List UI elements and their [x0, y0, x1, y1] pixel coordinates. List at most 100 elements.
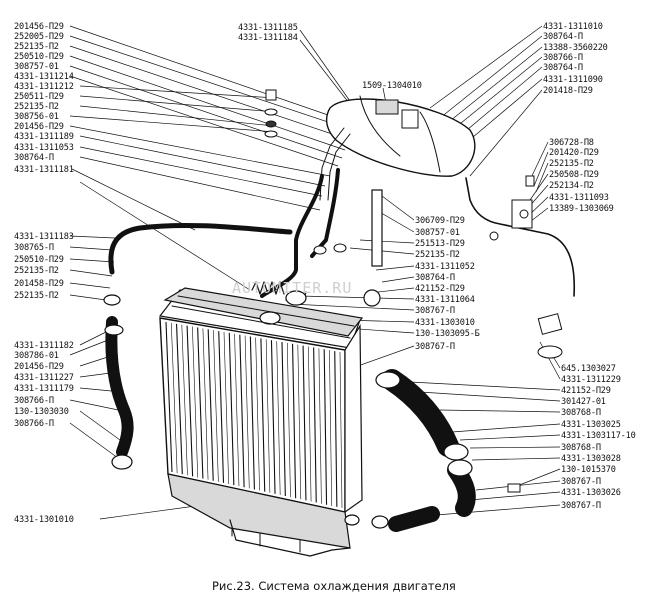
- radiator-fin-line: [175, 323, 183, 475]
- radiator-fin-line: [318, 348, 322, 504]
- part-label: 4331-1311183: [14, 232, 74, 242]
- part-label: 4331-1311179: [14, 384, 74, 394]
- part-label: 250508-П29: [549, 170, 599, 180]
- part-label: 4331-1301010: [14, 515, 74, 525]
- part-label: 252005-П29: [14, 32, 64, 42]
- part-label: 252135-П2: [14, 42, 59, 52]
- part-label: 250511-П29: [14, 92, 64, 102]
- part-label: 252135-П2: [415, 250, 460, 260]
- radiator-fin-line: [244, 335, 250, 489]
- part-label: 4331-1311214: [14, 72, 74, 82]
- part-label: 4331-1311064: [415, 295, 475, 305]
- part-label: 201420-П29: [549, 148, 599, 158]
- radiator-fin-line: [313, 347, 317, 503]
- part-label: 308767-П: [415, 342, 455, 352]
- part-label: 4331-1311229: [561, 375, 621, 385]
- radiator-fin-line: [302, 345, 307, 501]
- part-label: 252135-П2: [14, 291, 59, 301]
- part-label: 13389-1303069: [549, 204, 614, 214]
- part-number-labels: 201456-П29252005-П29252135-П2250510-П293…: [14, 22, 636, 525]
- part-label: 4331-1311182: [14, 341, 74, 351]
- radiator-fin-line: [249, 336, 255, 490]
- part-label: 252134-П2: [549, 181, 594, 191]
- radiator-fin-line: [239, 334, 245, 488]
- part-label: 301427-01: [561, 397, 606, 407]
- radiator-fin-line: [260, 338, 266, 492]
- radiator-fin-line: [218, 331, 225, 483]
- part-label: 4331-1311010: [543, 22, 603, 32]
- radiator-fin-line: [323, 349, 328, 505]
- part-label: 130-1303030: [14, 407, 69, 417]
- part-label: 13388-3560220: [543, 43, 608, 53]
- part-label: 252135-П2: [549, 159, 594, 169]
- radiator-fin-line: [286, 342, 291, 498]
- radiator-fin-line: [165, 321, 173, 473]
- part-label: 4331-1311052: [415, 262, 475, 272]
- part-label: 250510-П29: [14, 52, 64, 62]
- part-label: 4331-1303028: [561, 454, 621, 464]
- figure-caption: Рис.23. Система охлаждения двигателя: [212, 579, 456, 593]
- radiator-fin-line: [234, 333, 240, 487]
- part-label: 421152-П29: [415, 284, 465, 294]
- radiator-fin-line: [181, 324, 188, 476]
- radiator: [158, 287, 364, 557]
- radiator-fin-line: [186, 325, 194, 477]
- part-label: 308764-П: [415, 273, 455, 283]
- part-label: 4331-1311189: [14, 132, 74, 142]
- part-label: 308756-01: [14, 112, 59, 122]
- part-label: 4331-1311181: [14, 165, 74, 175]
- part-label: 250510-П29: [14, 255, 64, 265]
- radiator-fin-line: [223, 331, 229, 485]
- expansion-tank: [319, 95, 476, 201]
- part-label: 201456-П29: [14, 22, 64, 32]
- part-label: 308757-01: [415, 228, 460, 238]
- part-label: 4331-1311185: [238, 23, 298, 33]
- radiator-fin-line: [228, 332, 235, 486]
- part-label: 251513-П29: [415, 239, 465, 249]
- part-label: 4331-1311212: [14, 82, 74, 92]
- radiator-fin-line: [329, 350, 332, 506]
- part-label: 4331-1311227: [14, 373, 74, 383]
- radiator-fin-line: [270, 340, 276, 494]
- leader-lines: [69, 25, 561, 520]
- radiator-fin-line: [202, 328, 209, 480]
- part-label: 130-1015370: [561, 465, 616, 475]
- part-label: 421152-П29: [561, 386, 611, 396]
- part-label: 308767-П: [561, 477, 601, 487]
- part-label: 4331-1311093: [549, 193, 609, 203]
- radiator-fin-line: [291, 343, 297, 499]
- part-label: 308768-П: [561, 443, 601, 453]
- part-label: 308765-П: [14, 243, 54, 253]
- radiator-fin-line: [207, 329, 214, 481]
- part-label: 645.1303027: [561, 364, 616, 374]
- part-label: 4331-1303010: [415, 318, 475, 328]
- part-label: 4331-1303025: [561, 420, 621, 430]
- part-label: 308767-П: [415, 306, 455, 316]
- part-label: 308767-П: [561, 501, 601, 511]
- part-label: 201456-П29: [14, 362, 64, 372]
- radiator-fin-line: [192, 326, 199, 478]
- part-label: 308757-01: [14, 62, 59, 72]
- radiator-fin-line: [297, 344, 302, 500]
- radiator-fin-line: [170, 322, 178, 474]
- part-label: 308766-П: [543, 53, 583, 63]
- radiator-fin-line: [265, 339, 271, 493]
- part-label: 252135-П2: [14, 266, 59, 276]
- radiator-fin-line: [281, 341, 286, 497]
- part-label: 252135-П2: [14, 102, 59, 112]
- radiator-fins: [165, 321, 343, 509]
- radiator-fin-line: [339, 351, 343, 509]
- radiator-fin-line: [255, 337, 260, 491]
- part-label: 4331-1303026: [561, 488, 621, 498]
- watermark-text: AUTOMITER.RU: [232, 279, 352, 297]
- part-label: 201458-П29: [14, 279, 64, 289]
- part-label: 308764-П: [543, 32, 583, 42]
- radiator-fin-line: [308, 346, 312, 502]
- part-label: 4331-1303117-10: [561, 431, 636, 441]
- part-label: 308764-П: [14, 153, 54, 163]
- part-label: 308768-П: [561, 408, 601, 418]
- part-label: 201418-П29: [543, 86, 593, 96]
- part-label: 4331-1311090: [543, 75, 603, 85]
- part-label: 1509-1304010: [362, 81, 422, 91]
